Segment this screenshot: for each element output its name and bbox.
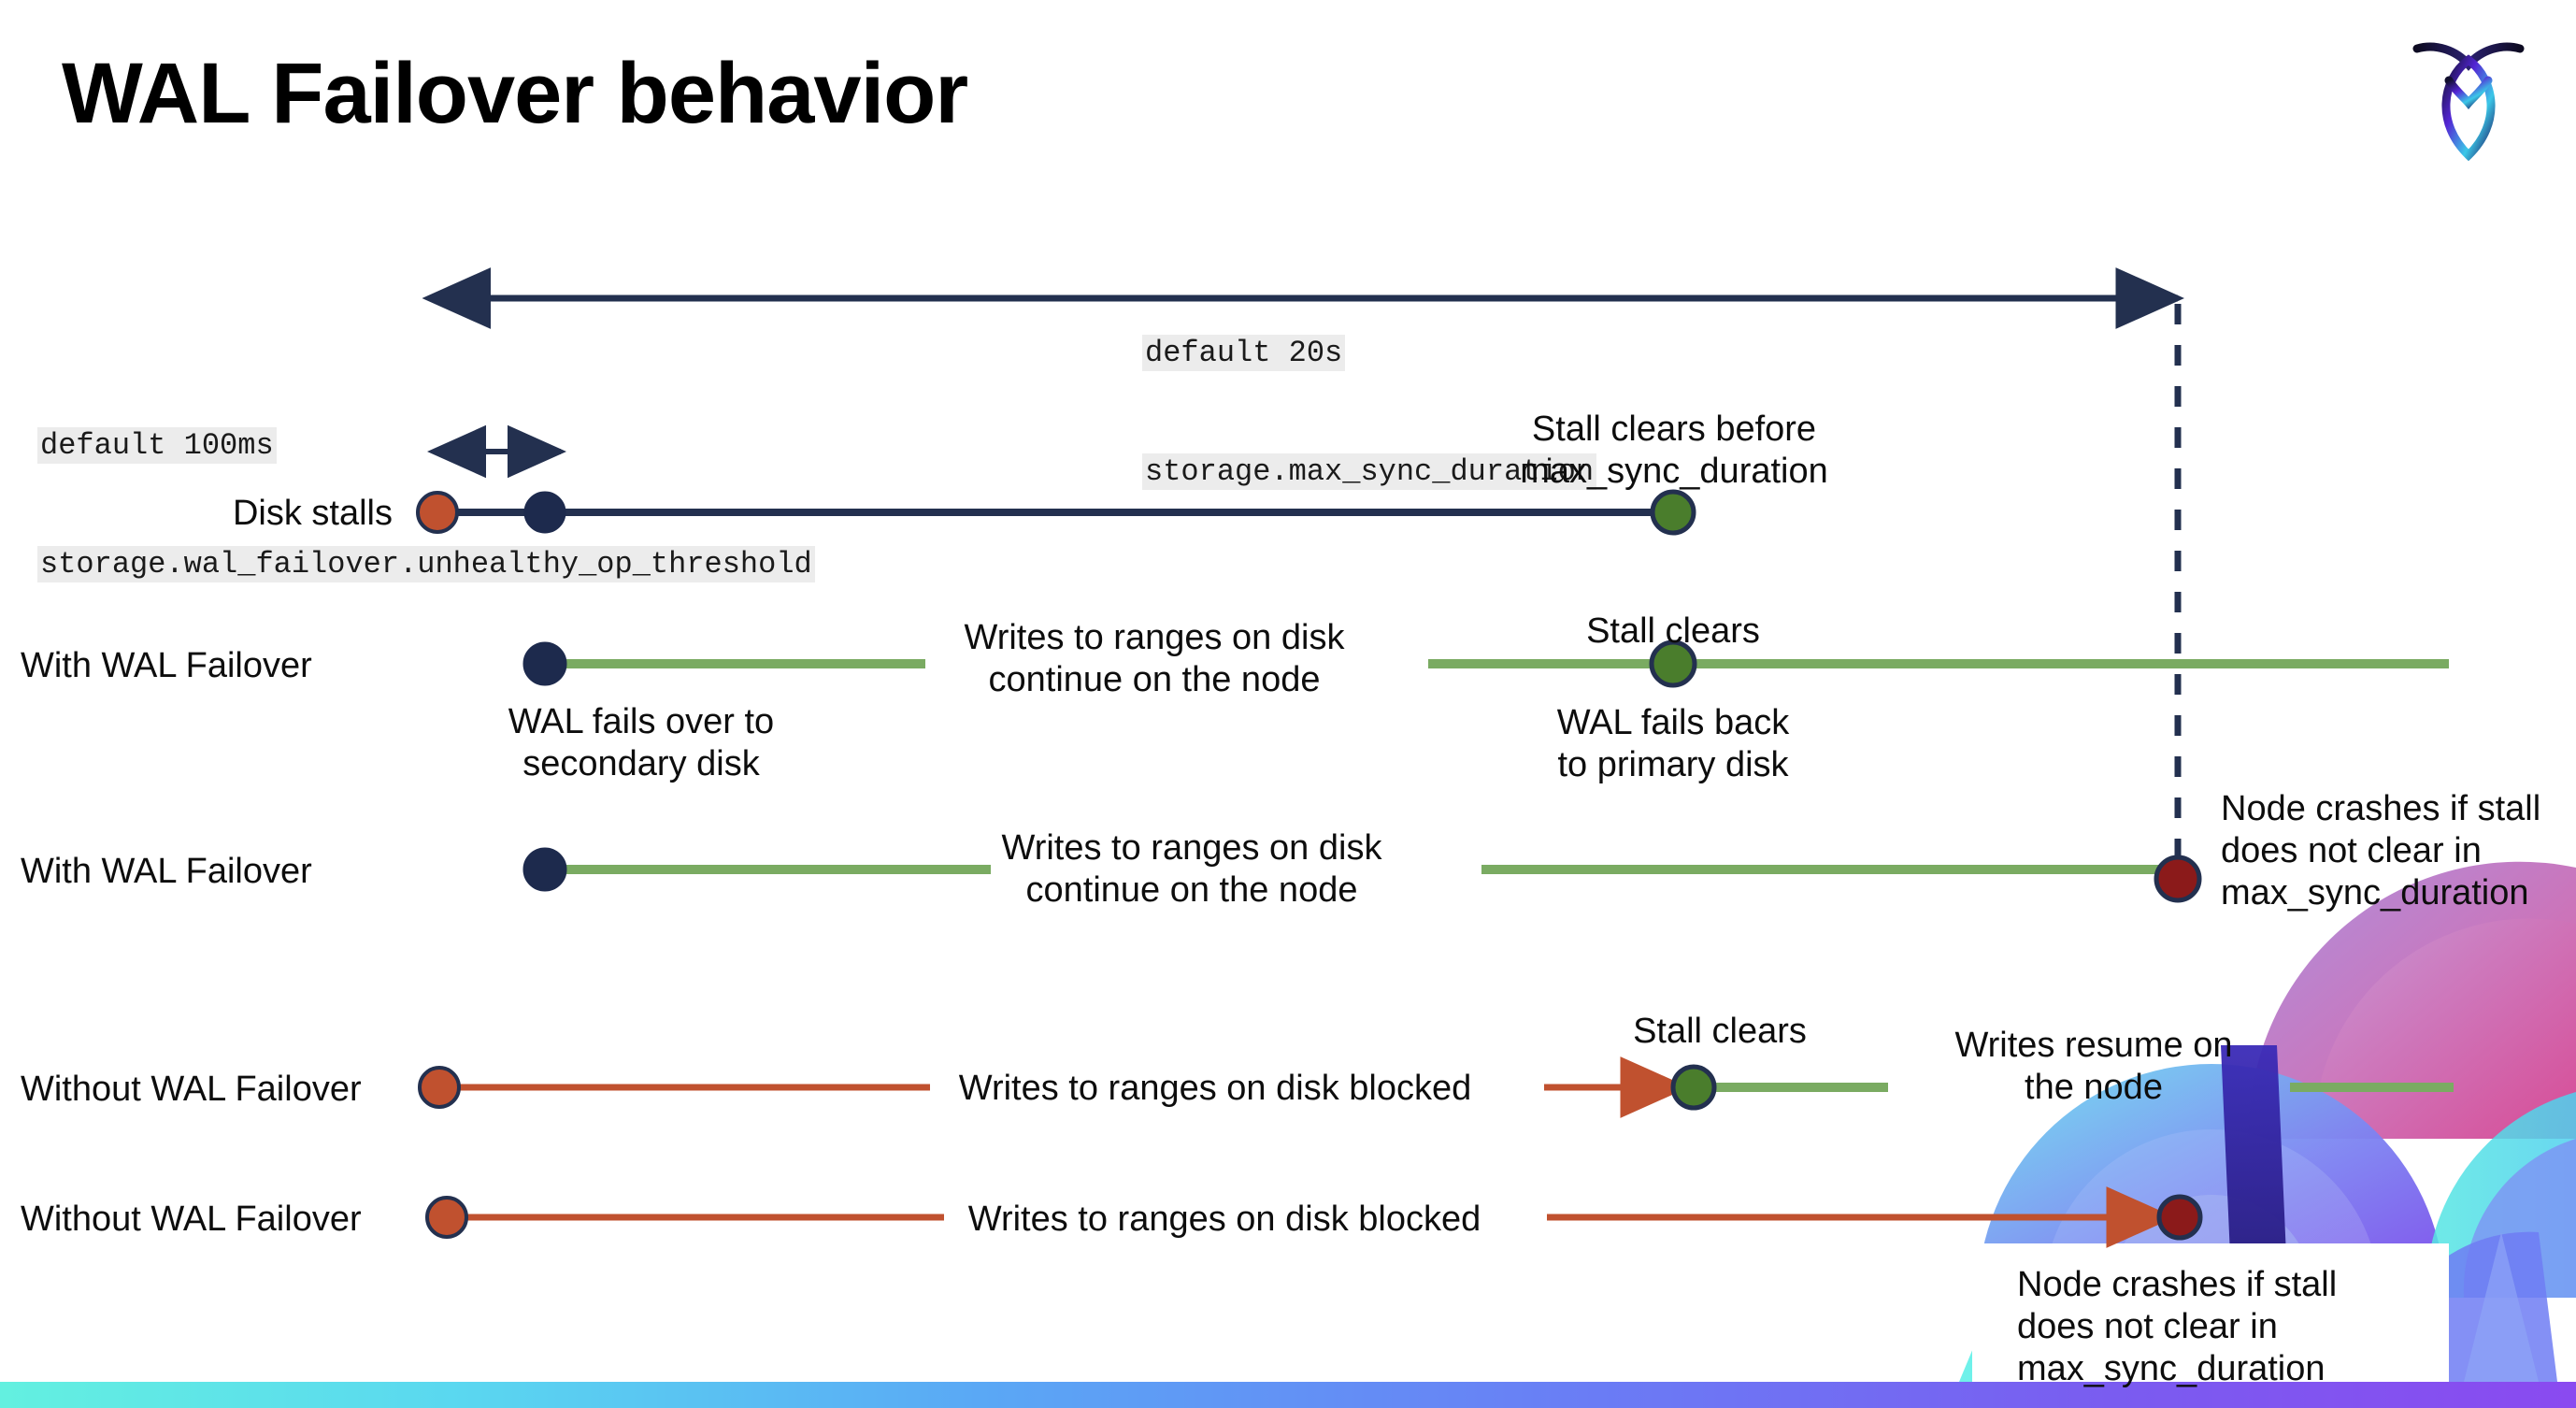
note-writes-resume: Writes resume on the node: [1954, 1026, 2233, 1107]
note-stall-clears-before-max-sync: Stall clears before max_sync_duration: [1520, 409, 1828, 491]
bottom-gradient-bar: [0, 1382, 2576, 1408]
row-label-without-wal-failover-crash: Without WAL Failover: [21, 1200, 362, 1239]
max-sync-default: default 20s: [1142, 335, 1346, 372]
page-title: WAL Failover behavior: [62, 46, 968, 141]
note-node-crashes-row3: Node crashes if stall does not clear in …: [2221, 789, 2541, 912]
unhealthy-setting: storage.wal_failover.unhealthy_op_thresh…: [37, 546, 815, 583]
note-stall-clears-row2: Stall clears: [1586, 611, 1760, 651]
row-label-disk-stalls: Disk stalls: [232, 494, 393, 533]
cockroachdb-logo-icon: [2398, 22, 2539, 172]
caption-backdrop: [1972, 1243, 2449, 1408]
unhealthy-default: default 100ms: [37, 427, 277, 465]
row-label-without-wal-failover-clears: Without WAL Failover: [21, 1070, 362, 1109]
note-writes-blocked-row4: Writes to ranges on disk blocked: [958, 1069, 1472, 1108]
note-wal-fails-back: WAL fails back to primary disk: [1556, 703, 1790, 784]
row-label-with-wal-failover-clears: With WAL Failover: [21, 646, 312, 685]
max-sync-setting: storage.max_sync_duration: [1142, 453, 1597, 491]
row-label-with-wal-failover-crash: With WAL Failover: [21, 852, 312, 891]
unhealthy-threshold-annotation: default 100ms storage.wal_failover.unhea…: [37, 348, 815, 664]
note-wal-fails-over: WAL fails over to secondary disk: [508, 702, 775, 783]
max-sync-annotation: default 20s storage.max_sync_duration: [1142, 255, 1597, 571]
note-node-crashes-row5: Node crashes if stall does not clear in …: [2017, 1265, 2338, 1388]
note-writes-blocked-row5: Writes to ranges on disk blocked: [967, 1200, 1481, 1239]
note-stall-clears-row4: Stall clears: [1633, 1012, 1807, 1051]
note-writes-continue-row3: Writes to ranges on disk continue on the…: [1001, 828, 1382, 910]
note-writes-continue-row2: Writes to ranges on disk continue on the…: [964, 618, 1345, 699]
